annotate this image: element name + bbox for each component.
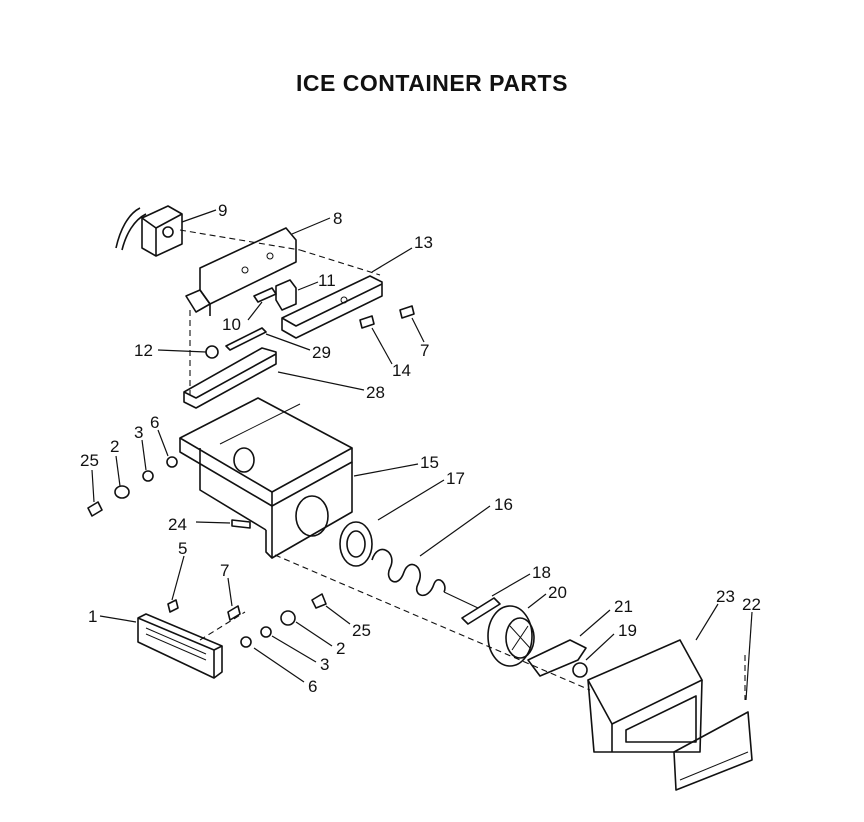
callout-15: 15 — [420, 453, 439, 472]
callout-5: 5 — [178, 539, 187, 558]
part-13-channel — [281, 275, 383, 339]
callout-24: 24 — [168, 515, 187, 534]
callout-3-right: 3 — [320, 655, 329, 674]
callout-20: 20 — [548, 583, 567, 602]
callout-16: 16 — [494, 495, 513, 514]
part-15-ice-container — [179, 397, 353, 559]
part-9-motor — [115, 205, 183, 257]
leader-lines — [91, 209, 753, 701]
part-23-housing — [587, 639, 703, 753]
callout-25-left: 25 — [80, 451, 99, 470]
part-19-nut — [572, 662, 588, 678]
part-6-washer-left — [166, 456, 178, 468]
callout-18: 18 — [532, 563, 551, 582]
part-7-screw-lower — [227, 605, 241, 621]
callout-12: 12 — [134, 341, 153, 360]
callout-8: 8 — [333, 209, 342, 228]
callout-21: 21 — [614, 597, 633, 616]
part-3-washer-right — [260, 626, 272, 638]
part-21-lever — [527, 639, 587, 677]
callout-29: 29 — [312, 343, 331, 362]
part-18-blade — [443, 591, 501, 625]
callout-22: 22 — [742, 595, 761, 614]
part-28-rail — [183, 347, 277, 409]
part-10-screw — [253, 287, 277, 303]
callout-28: 28 — [366, 383, 385, 402]
part-11-bracket — [275, 279, 297, 311]
part-24-screw — [231, 519, 251, 529]
callout-9: 9 — [218, 201, 227, 220]
callout-2-left: 2 — [110, 437, 119, 456]
callout-2-right: 2 — [336, 639, 345, 658]
part-25-screw-left — [87, 501, 103, 517]
part-1-front-rail — [137, 613, 223, 679]
assembly-guide-lines — [179, 229, 746, 700]
part-16-spring — [371, 548, 446, 597]
callout-3-left: 3 — [134, 423, 143, 442]
part-25-screw-right — [311, 593, 327, 609]
part-8-mounting-plate — [185, 227, 297, 316]
part-14-screw — [359, 315, 375, 329]
callout-23: 23 — [716, 587, 735, 606]
part-7-screw-upper — [399, 305, 415, 319]
diagram-title: ICE CONTAINER PARTS — [296, 70, 568, 96]
callout-7-lower: 7 — [220, 561, 229, 580]
part-2-bushing-right — [280, 610, 296, 626]
part-17-ring — [339, 521, 373, 567]
callout-1: 1 — [88, 607, 97, 626]
part-6-washer-right — [240, 636, 252, 648]
part-29-shaft — [225, 327, 267, 351]
part-5-screw — [167, 599, 179, 613]
part-12-nut — [205, 345, 219, 359]
callout-17: 17 — [446, 469, 465, 488]
callout-6-left: 6 — [150, 413, 159, 432]
callout-19: 19 — [618, 621, 637, 640]
callout-14: 14 — [392, 361, 411, 380]
callout-10: 10 — [222, 315, 241, 334]
part-20-auger-wheel — [487, 605, 535, 667]
callout-13: 13 — [414, 233, 433, 252]
callout-25-right: 25 — [352, 621, 371, 640]
part-3-washer-left — [142, 470, 154, 482]
callout-6-right: 6 — [308, 677, 317, 696]
callout-labels: 9 8 13 11 10 7 14 12 29 28 15 17 16 18 2… — [80, 201, 761, 696]
callout-11: 11 — [318, 271, 336, 290]
callout-7-upper: 7 — [420, 341, 429, 360]
part-22-panel — [673, 711, 753, 791]
part-2-bushing-left — [114, 485, 130, 499]
